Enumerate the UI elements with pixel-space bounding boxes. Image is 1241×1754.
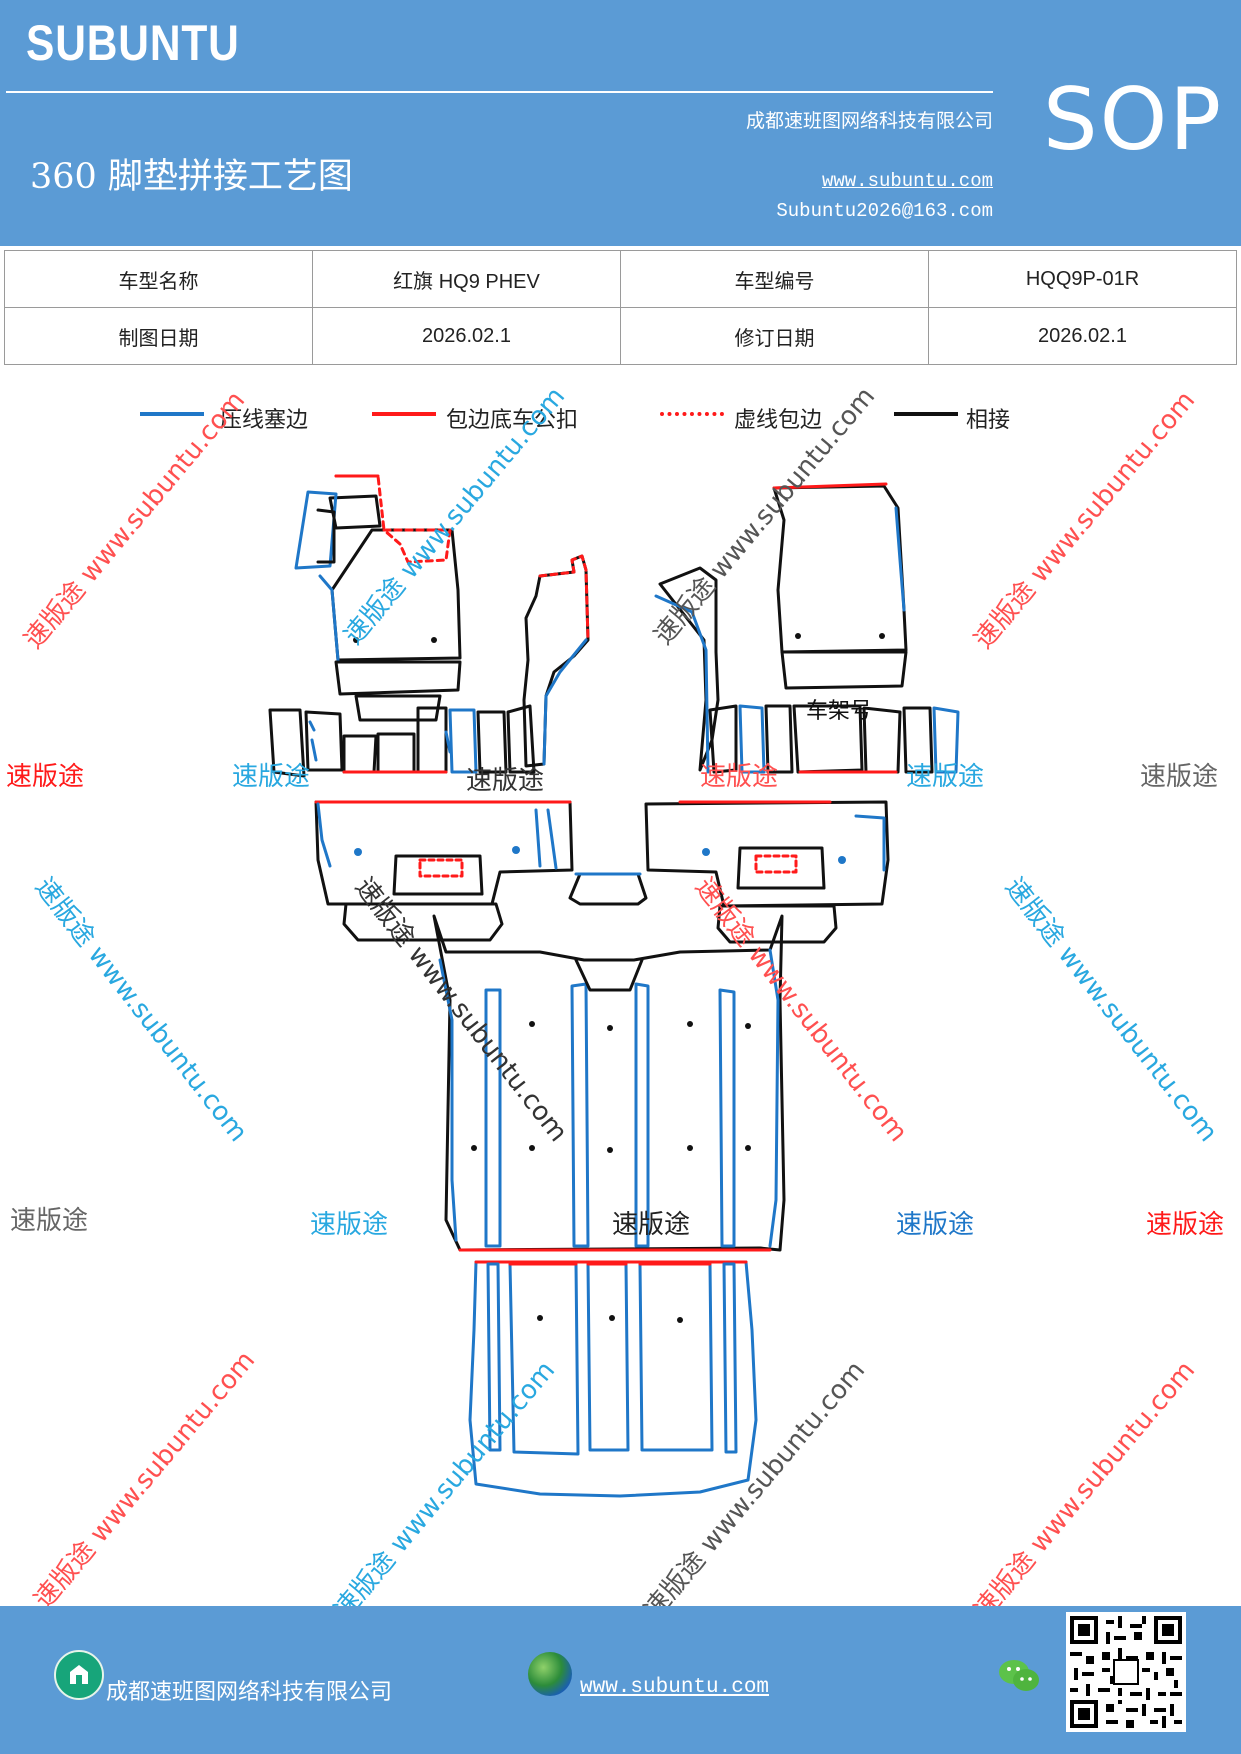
globe-icon [528,1652,572,1696]
rear-floor-panel [432,914,786,1252]
legend-label: 包边底车公扣 [446,408,579,433]
brand-logo: SUBUNTU [26,15,240,71]
footer-banner: 成都速班图网络科技有限公司 www.subuntu.com [0,1606,1241,1754]
second-row-left-mat [314,800,574,942]
header-banner: SUBUNTU 成都速班图网络科技有限公司 360 脚垫拼接工艺图 www.su… [0,0,1241,246]
footer-company-name: 成都速班图网络科技有限公司 [106,1680,393,1705]
footer-website-link[interactable]: www.subuntu.com [580,1676,770,1699]
legend-swatch-black [894,412,958,416]
front-right-mat [654,482,960,774]
model-name-value: 红旗 HQ9 PHEV [312,250,621,308]
website-link[interactable]: www.subuntu.com [821,170,993,192]
email-address: Subuntu2026@163.com [776,200,993,222]
company-icon [54,1650,104,1700]
legend-label: 相接 [966,408,1011,433]
info-row: 制图日期 2026.02.1 修订日期 2026.02.1 [4,307,1237,365]
legend-swatch-blue [140,412,204,416]
legend: 压线塞边 包边底车公扣 虚线包边 相接 [140,400,1040,440]
model-name-label: 车型名称 [4,250,313,308]
qr-code [1066,1612,1186,1732]
header-divider [6,91,993,93]
legend-swatch-red [372,412,436,416]
frame-number-label: 车架号 [806,699,872,724]
legend-label: 压线塞边 [220,408,309,433]
wechat-icon [999,1660,1039,1691]
sop-badge: SOP [1043,70,1224,170]
revision-date-value: 2026.02.1 [928,307,1237,365]
revision-date-label: 修订日期 [620,307,929,365]
trunk-mat [468,1260,758,1498]
page-title: 360 脚垫拼接工艺图 [30,157,353,197]
second-row-right-mat [644,800,890,944]
center-connector [568,872,648,906]
info-table: 车型名称 红旗 HQ9 PHEV 车型编号 HQQ9P-01R 制图日期 202… [4,250,1237,365]
legend-label: 虚线包边 [734,408,823,433]
center-tunnel-front [522,554,590,768]
draw-date-label: 制图日期 [4,307,313,365]
company-name: 成都速班图网络科技有限公司 [745,110,993,132]
legend-swatch-red-dotted [660,412,724,416]
model-code-label: 车型编号 [620,250,929,308]
draw-date-value: 2026.02.1 [312,307,621,365]
front-left-mat [268,474,536,778]
